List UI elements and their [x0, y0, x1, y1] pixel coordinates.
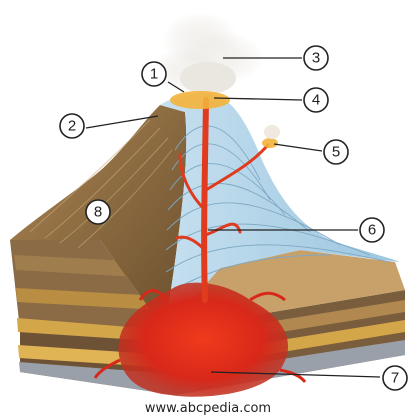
label-5: 5 — [324, 140, 348, 164]
label-8: 8 — [86, 200, 110, 224]
svg-text:7: 7 — [391, 370, 399, 387]
site-footer: www.abcpedia.com — [145, 401, 271, 416]
svg-text:4: 4 — [312, 92, 320, 109]
side-vent-glow — [262, 138, 278, 148]
svg-text:3: 3 — [312, 50, 320, 67]
label-2: 2 — [60, 114, 84, 138]
svg-text:6: 6 — [368, 222, 376, 239]
crater-glow — [170, 91, 230, 109]
label-7: 7 — [383, 366, 407, 390]
svg-text:5: 5 — [332, 144, 340, 161]
label-3: 3 — [304, 46, 328, 70]
label-1: 1 — [142, 62, 166, 86]
ash-cloud — [151, 12, 264, 94]
label-6: 6 — [360, 218, 384, 242]
label-4: 4 — [304, 88, 328, 112]
svg-text:8: 8 — [94, 204, 102, 221]
svg-text:2: 2 — [68, 118, 76, 135]
svg-text:1: 1 — [150, 66, 158, 83]
side-vent-cloud — [264, 125, 280, 139]
